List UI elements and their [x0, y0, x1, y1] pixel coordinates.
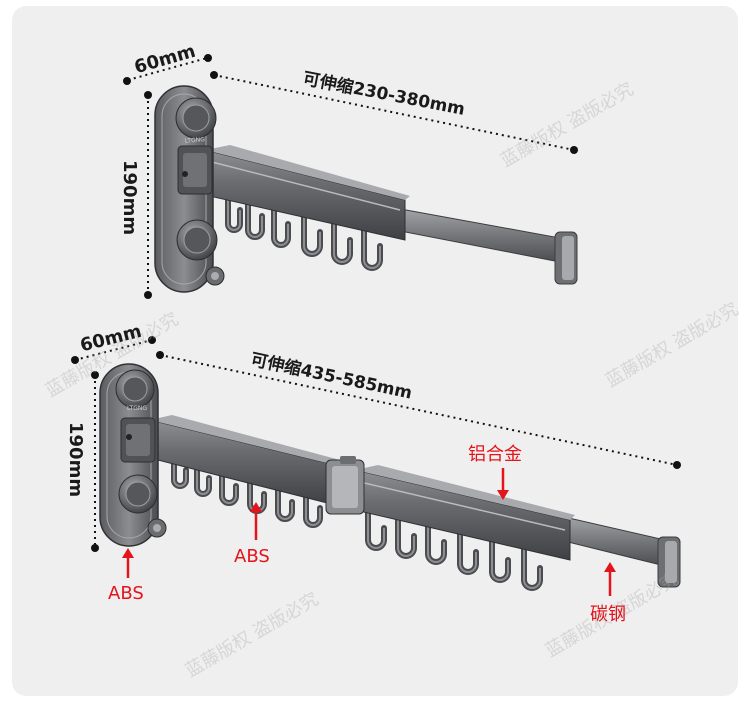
bottom-height-label: 190mm [65, 422, 86, 498]
bottom-brand-logo: LTGNG [127, 405, 147, 412]
top-brand-logo: LTGNG [185, 136, 206, 145]
top-height-label: 190mm [119, 160, 140, 236]
top-rack: LTGNG [123, 54, 578, 299]
bottom-rack: LTGNG [71, 336, 681, 596]
top-extend-dim-line [213, 74, 575, 151]
material-label-carbon-steel: 碳钢 [590, 604, 626, 625]
material-label-aluminum: 铝合金 [468, 444, 522, 465]
background-card [12, 6, 738, 696]
top-width-dim-line [127, 57, 208, 81]
material-label-abs-base: ABS [108, 583, 144, 604]
material-label-abs-hook: ABS [234, 546, 270, 567]
